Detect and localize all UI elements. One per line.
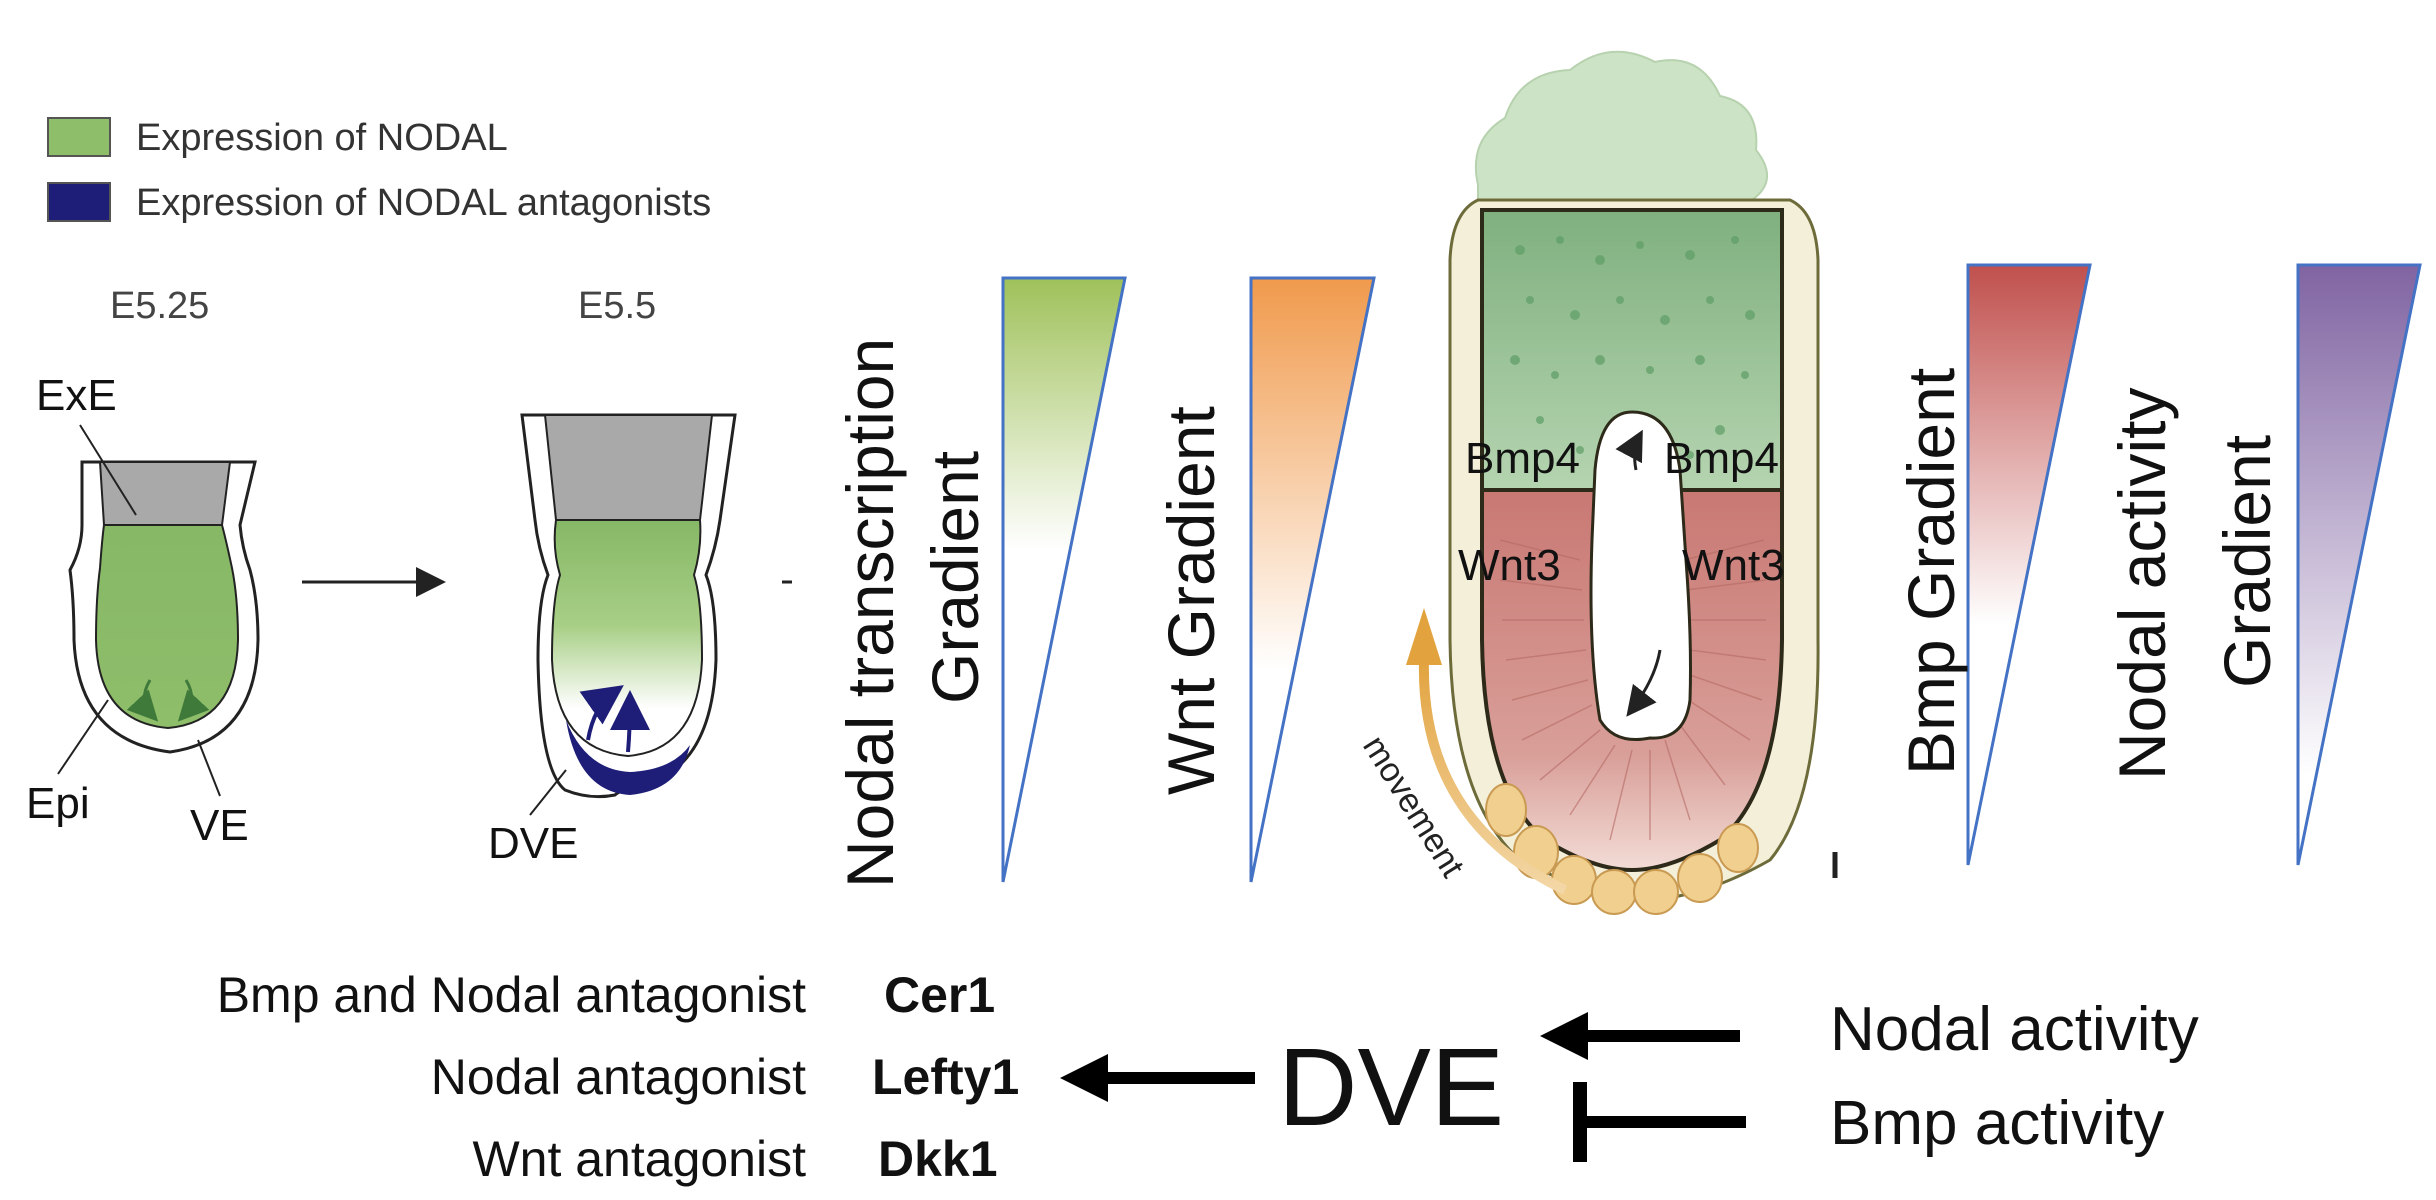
gene-label-dkk1: Dkk1 <box>878 1131 998 1187</box>
epiblast-region-e55 <box>550 519 704 758</box>
dve-arrow-right <box>609 690 650 753</box>
bmp-gradient-label: Bmp Gradient <box>1894 368 1968 775</box>
embryo-detailed: movement Bmp4 Bmp4 Wnt3 Wnt3 <box>1355 50 1838 915</box>
epi-label: Epi <box>26 779 90 828</box>
wnt-gradient: Wnt Gradient <box>1154 276 1376 883</box>
legend-label-nodal: Expression of NODAL <box>136 117 508 159</box>
embryo-e525: E5.25 ExE Epi VE <box>26 285 260 850</box>
role-label-lefty1: Nodal antagonist <box>431 1049 806 1105</box>
gene-label-lefty1: Lefty1 <box>872 1049 1019 1105</box>
exe-label: ExE <box>36 371 117 420</box>
exe-pointer <box>79 424 137 516</box>
nodal-activity-triangle <box>2296 263 2422 866</box>
nodal-transcription-label-line1: Nodal transcription <box>833 338 907 888</box>
legend-label-antagonists: Expression of NODAL antagonists <box>136 182 711 224</box>
input-bmp-activity: Bmp activity <box>1830 1089 2164 1158</box>
legend: Expression of NODAL Expression of NODAL … <box>47 117 711 224</box>
epiblast-striations <box>1499 539 1767 841</box>
dve-center-label: DVE <box>1278 1026 1504 1149</box>
exe-region <box>98 461 232 526</box>
dve-crescent <box>566 720 690 795</box>
epiblast-region <box>94 524 240 730</box>
nodal-activity-gradient: Nodal activity Gradient <box>2105 263 2422 866</box>
movement-arrow <box>1418 659 1568 895</box>
bmp-triangle <box>1966 263 2092 866</box>
bmp4-label-right: Bmp4 <box>1664 434 1779 483</box>
ectoplacental-cone <box>1474 50 1769 201</box>
epi-pointer <box>57 699 109 775</box>
wnt3-label-left: Wnt3 <box>1458 541 1561 590</box>
input-nodal-activity: Nodal activity <box>1830 995 2199 1064</box>
nodal-transcription-triangle <box>1001 276 1127 883</box>
legend-swatch-antagonists <box>47 182 111 222</box>
stage-label-e55: E5.5 <box>578 285 656 327</box>
exe-cell-texture <box>1510 236 1755 459</box>
nodal-activity-label-line1: Nodal activity <box>2105 388 2179 781</box>
gene-label-cer1: Cer1 <box>884 967 995 1023</box>
epi-arrow-right <box>177 679 210 722</box>
bmp-gradient: Bmp Gradient <box>1894 263 2092 866</box>
dve-label: DVE <box>488 819 578 868</box>
nodal-transcription-gradient: Nodal transcription Gradient <box>833 276 1127 888</box>
ve-label: VE <box>190 801 249 850</box>
bottom-pathway: Bmp and Nodal antagonist Cer1 Nodal anta… <box>217 967 2199 1187</box>
embryo-e55: E5.5 DVE <box>488 285 737 868</box>
dve-to-genes-arrowhead <box>1060 1054 1108 1102</box>
nodal-activity-label-line2: Gradient <box>2210 435 2284 688</box>
epi-arrow-left <box>126 679 159 722</box>
role-label-dkk1: Wnt antagonist <box>472 1131 806 1187</box>
ve-pointer <box>197 739 221 797</box>
movement-label: movement <box>1355 729 1472 884</box>
nodal-transcription-label-line2: Gradient <box>918 451 992 704</box>
movement-arrowhead <box>1406 608 1442 665</box>
legend-swatch-nodal <box>47 117 111 157</box>
wnt-triangle <box>1249 276 1376 883</box>
exe-region-e55 <box>543 414 714 521</box>
nodal-activity-arrowhead <box>1540 1012 1588 1060</box>
bmp4-label-left: Bmp4 <box>1465 434 1580 483</box>
cavity-arrow-down <box>1626 649 1662 717</box>
stage-label-e525: E5.25 <box>110 285 209 327</box>
proamniotic-cavity <box>1589 410 1692 741</box>
wnt3-label-right: Wnt3 <box>1682 541 1785 590</box>
cavity-arrow-up <box>1615 429 1643 471</box>
dve-pointer <box>529 769 567 816</box>
role-label-cer1: Bmp and Nodal antagonist <box>217 967 806 1023</box>
wnt-gradient-label: Wnt Gradient <box>1154 406 1228 795</box>
